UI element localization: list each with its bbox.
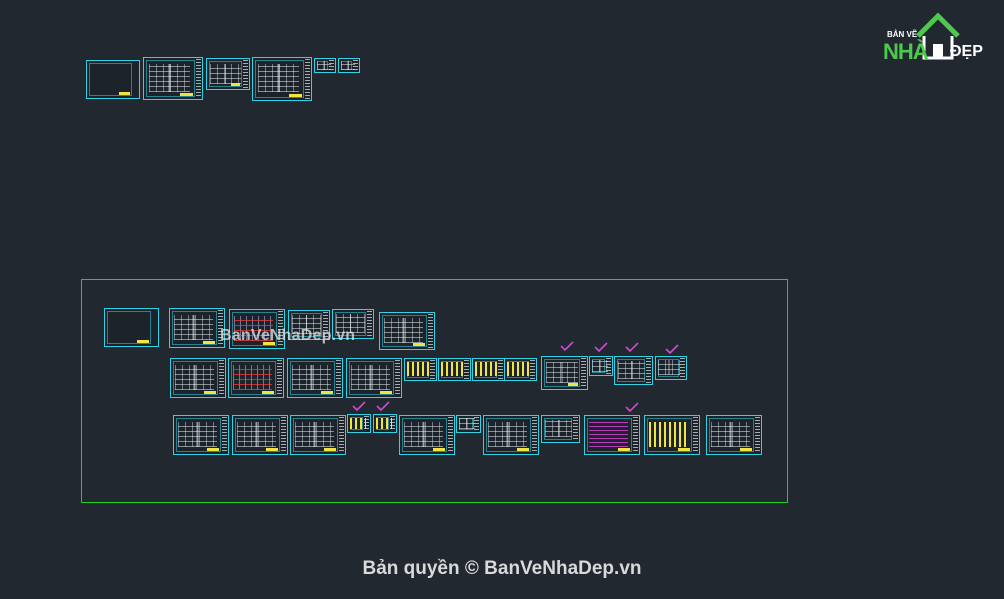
logo-text-nha: NHÀ bbox=[883, 39, 929, 64]
drawing-sheet[interactable] bbox=[169, 308, 225, 348]
logo-text-ban-ve: BẢN VẼ bbox=[887, 30, 918, 39]
drawing-sheet[interactable] bbox=[644, 415, 700, 455]
drawing-sheet[interactable] bbox=[504, 358, 537, 381]
checkmark-icon bbox=[594, 342, 608, 352]
drawing-sheet[interactable] bbox=[347, 414, 371, 433]
drawing-sheet[interactable] bbox=[290, 415, 346, 455]
watermark-text: BanVeNhaDep.vn bbox=[220, 327, 356, 344]
house-icon bbox=[916, 12, 960, 60]
drawing-sheet[interactable] bbox=[584, 415, 640, 455]
drawing-sheet[interactable] bbox=[373, 414, 397, 433]
drawing-sheet[interactable] bbox=[232, 415, 288, 455]
logo-text-dep: ĐẸP bbox=[950, 43, 983, 60]
drawing-sheet[interactable] bbox=[287, 358, 343, 398]
drawing-sheet[interactable] bbox=[332, 309, 374, 339]
drawing-sheet[interactable] bbox=[206, 58, 250, 90]
drawing-sheet[interactable] bbox=[288, 310, 330, 340]
selection-group-box[interactable] bbox=[81, 279, 788, 503]
drawing-sheet[interactable] bbox=[483, 415, 539, 455]
drawing-sheet[interactable] bbox=[614, 356, 653, 385]
drawing-sheet[interactable] bbox=[404, 358, 437, 381]
drawing-sheet[interactable] bbox=[541, 415, 580, 443]
drawing-sheet[interactable] bbox=[252, 57, 312, 101]
drawing-sheet[interactable] bbox=[170, 358, 226, 398]
drawing-sheet[interactable] bbox=[228, 358, 284, 398]
drawing-sheet[interactable] bbox=[314, 58, 336, 73]
checkmark-icon bbox=[560, 341, 574, 351]
drawing-sheet[interactable] bbox=[456, 415, 481, 433]
drawing-sheet[interactable] bbox=[346, 358, 402, 398]
drawing-sheet[interactable] bbox=[338, 58, 360, 73]
drawing-sheet-cover-top[interactable] bbox=[86, 60, 140, 99]
drawing-sheet[interactable] bbox=[541, 356, 588, 390]
drawing-sheet[interactable] bbox=[589, 356, 613, 376]
brand-logo: BẢN VẼ NHÀ ĐẸP bbox=[880, 12, 996, 66]
drawing-sheet[interactable] bbox=[173, 415, 229, 455]
drawing-sheet-cover[interactable] bbox=[104, 308, 159, 347]
drawing-sheet[interactable] bbox=[472, 358, 505, 381]
checkmark-icon bbox=[376, 401, 390, 411]
drawing-sheet[interactable] bbox=[438, 358, 471, 381]
drawing-sheet[interactable] bbox=[399, 415, 455, 455]
drawing-sheet[interactable] bbox=[143, 57, 203, 100]
checkmark-icon bbox=[352, 401, 366, 411]
drawing-sheet[interactable] bbox=[379, 312, 435, 350]
checkmark-icon bbox=[665, 344, 679, 354]
drawing-sheet[interactable] bbox=[229, 309, 285, 349]
drawing-sheet[interactable] bbox=[655, 356, 687, 380]
drawing-sheet[interactable] bbox=[706, 415, 762, 455]
checkmark-icon bbox=[625, 402, 639, 412]
copyright-text: Bản quyền © BanVeNhaDep.vn bbox=[362, 558, 642, 579]
checkmark-icon bbox=[625, 342, 639, 352]
